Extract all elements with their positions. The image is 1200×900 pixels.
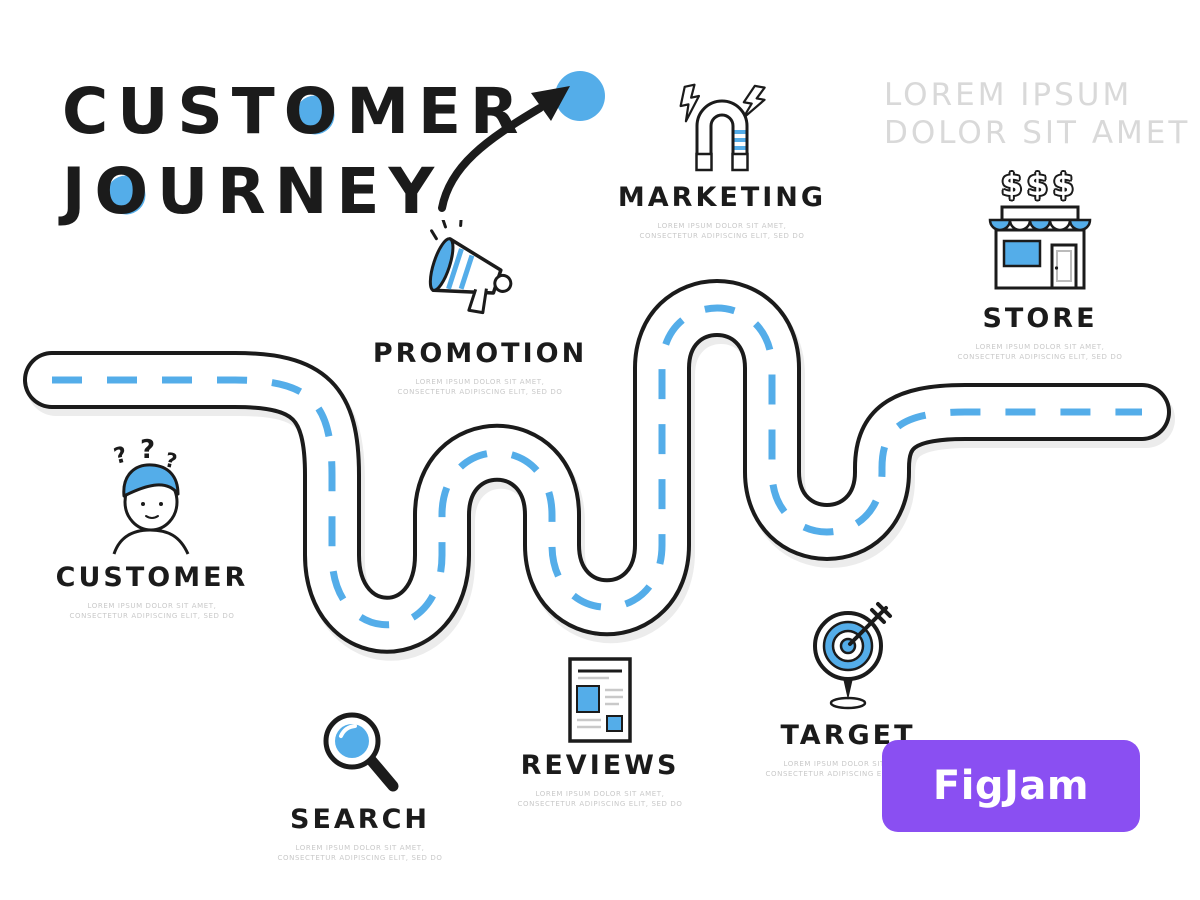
- dartboard-target-icon: [813, 602, 892, 710]
- station-customer: ? ? ? CUSTOMER LOREM IPSUM DOLOR SIT AME…: [32, 438, 272, 621]
- magnet-icon: [679, 83, 766, 172]
- station-label: PROMOTION: [372, 338, 588, 369]
- storefront-icon: [988, 205, 1092, 290]
- caption-line: LOREM IPSUM DOLOR SIT AMET,: [535, 790, 665, 798]
- station-search: SEARCH LOREM IPSUM DOLOR SIT AMET, CONSE…: [240, 706, 480, 863]
- station-marketing: MARKETING LOREM IPSUM DOLOR SIT AMET, CO…: [602, 82, 842, 241]
- station-label: STORE: [982, 303, 1098, 334]
- dollar-signs: $$$: [1001, 168, 1079, 203]
- station-reviews: REVIEWS LOREM IPSUM DOLOR SIT AMET, CONS…: [480, 656, 720, 809]
- station-store: $$$ STORE LOREM IPSUM DOLOR SIT AMET, CO…: [920, 168, 1160, 362]
- caption-line: CONSECTETUR ADIPISCING ELIT, SED DO: [397, 388, 563, 396]
- station-caption: LOREM IPSUM DOLOR SIT AMET, CONSECTETUR …: [640, 221, 805, 241]
- caption-line: CONSECTETUR ADIPISCING ELIT, SED DO: [639, 232, 805, 240]
- station-caption: LOREM IPSUM DOLOR SIT AMET, CONSECTETUR …: [70, 601, 235, 621]
- caption-line: LOREM IPSUM DOLOR SIT AMET,: [975, 343, 1105, 351]
- svg-text:?: ?: [140, 438, 155, 465]
- figjam-logo-badge[interactable]: FigJam: [882, 740, 1140, 832]
- megaphone-icon: [428, 220, 513, 315]
- svg-text:?: ?: [163, 447, 179, 473]
- station-caption: LOREM IPSUM DOLOR SIT AMET, CONSECTETUR …: [958, 342, 1123, 362]
- placeholder-heading: LOREM IPSUM DOLOR SIT AMET: [884, 76, 1190, 152]
- placeholder-heading-line1: LOREM IPSUM: [884, 77, 1133, 113]
- station-label: MARKETING: [617, 182, 827, 213]
- station-caption: LOREM IPSUM DOLOR SIT AMET, CONSECTETUR …: [518, 789, 683, 809]
- station-target: TARGET LOREM IPSUM DOLOR SIT AMET, CONSE…: [728, 600, 968, 779]
- caption-line: LOREM IPSUM DOLOR SIT AMET,: [415, 378, 545, 386]
- caption-line: CONSECTETUR ADIPISCING ELIT, SED DO: [957, 353, 1123, 361]
- station-label: SEARCH: [290, 804, 430, 835]
- infographic-title: CUSTOMER JOURNEY: [62, 72, 528, 232]
- station-caption: LOREM IPSUM DOLOR SIT AMET, CONSECTETUR …: [398, 377, 563, 397]
- caption-line: CONSECTETUR ADIPISCING ELIT, SED DO: [69, 612, 235, 620]
- caption-line: LOREM IPSUM DOLOR SIT AMET,: [295, 844, 425, 852]
- magnifier-search-icon: [323, 712, 399, 792]
- caption-line: CONSECTETUR ADIPISCING ELIT, SED DO: [277, 854, 443, 862]
- station-caption: LOREM IPSUM DOLOR SIT AMET, CONSECTETUR …: [766, 759, 931, 779]
- growth-arrow-icon: [438, 71, 605, 212]
- caption-line: CONSECTETUR ADIPISCING ELIT, SED DO: [765, 770, 931, 778]
- caption-line: CONSECTETUR ADIPISCING ELIT, SED DO: [517, 800, 683, 808]
- station-promotion: PROMOTION LOREM IPSUM DOLOR SIT AMET, CO…: [360, 220, 600, 397]
- placeholder-heading-line2: DOLOR SIT AMET: [884, 115, 1191, 151]
- road-center-dashes: [52, 304, 1142, 629]
- caption-line: LOREM IPSUM DOLOR SIT AMET,: [783, 760, 913, 768]
- station-label: CUSTOMER: [55, 562, 249, 593]
- caption-line: LOREM IPSUM DOLOR SIT AMET,: [87, 602, 217, 610]
- station-label: REVIEWS: [520, 750, 680, 781]
- confused-customer-icon: ? ? ?: [111, 438, 190, 555]
- review-document-icon: [568, 657, 632, 743]
- figjam-logo-label: FigJam: [932, 763, 1090, 809]
- title-line-1: CUSTOMER: [62, 72, 528, 152]
- title-line-2: JOURNEY: [62, 152, 528, 232]
- svg-text:?: ?: [111, 442, 129, 469]
- station-caption: LOREM IPSUM DOLOR SIT AMET, CONSECTETUR …: [278, 843, 443, 863]
- caption-line: LOREM IPSUM DOLOR SIT AMET,: [657, 222, 787, 230]
